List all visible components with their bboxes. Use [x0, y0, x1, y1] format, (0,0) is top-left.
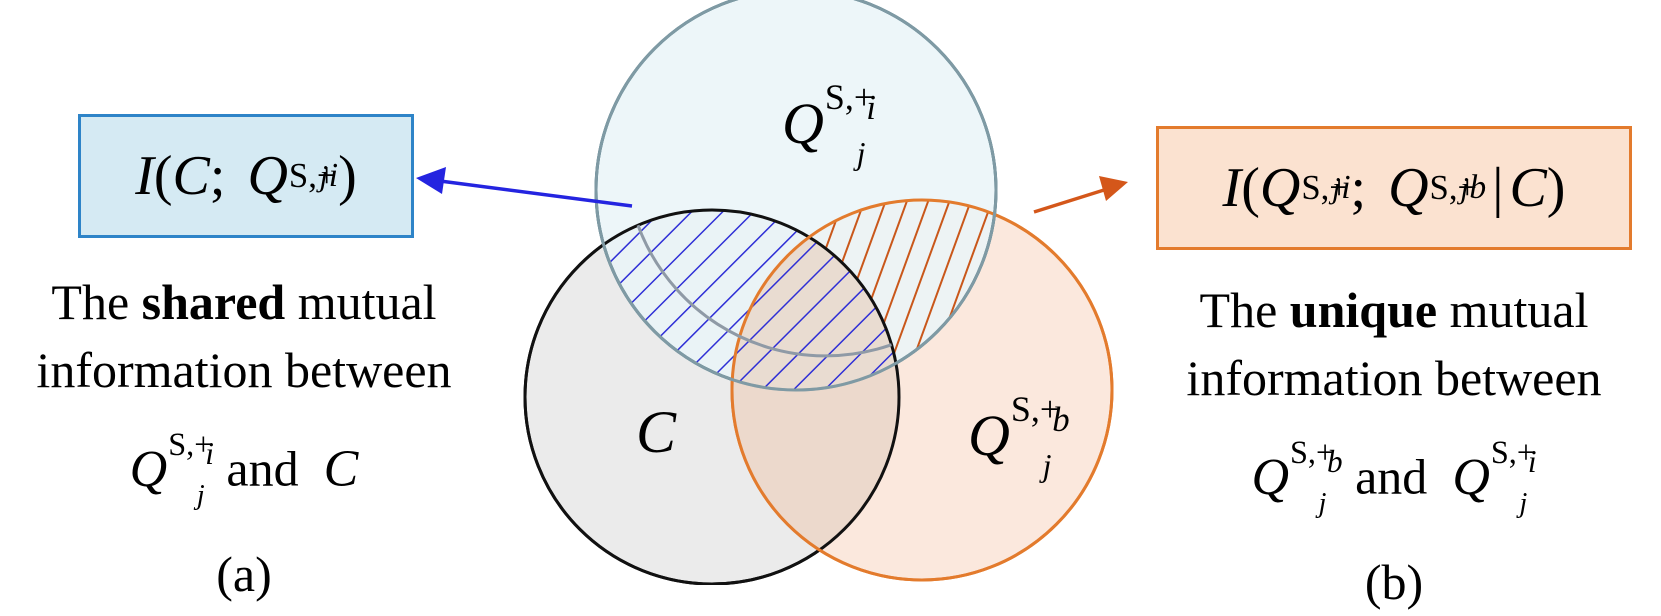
right-caption-line2: information between — [1186, 350, 1602, 406]
top-circle-label: QS,+ji — [782, 77, 876, 171]
right-circle-label: QS,+jb — [968, 389, 1070, 483]
right-caption-line3: QS,+jb and QS,+ji — [1251, 434, 1537, 520]
unique-mi-caption: The unique mutual information between QS… — [1136, 276, 1652, 616]
right-arrowhead — [1099, 176, 1128, 201]
left-circle-label: C — [636, 399, 677, 465]
right-caption-line1: The unique mutual — [1199, 282, 1589, 338]
left-arrowhead — [416, 167, 446, 194]
right-arrow — [1033, 188, 1105, 214]
left-caption-line3: QS,+ji and C — [129, 426, 359, 512]
venn-diagram-svg — [416, 0, 1128, 585]
caption-tag-b: (b) — [1364, 554, 1424, 611]
left-caption-line1: The shared mutual — [51, 274, 437, 330]
shared-mi-caption: The shared mutual information between QS… — [0, 268, 488, 608]
caption-tag-a: (a) — [216, 546, 272, 603]
left-caption-line2: information between — [36, 342, 452, 398]
left-arrow — [439, 179, 633, 208]
